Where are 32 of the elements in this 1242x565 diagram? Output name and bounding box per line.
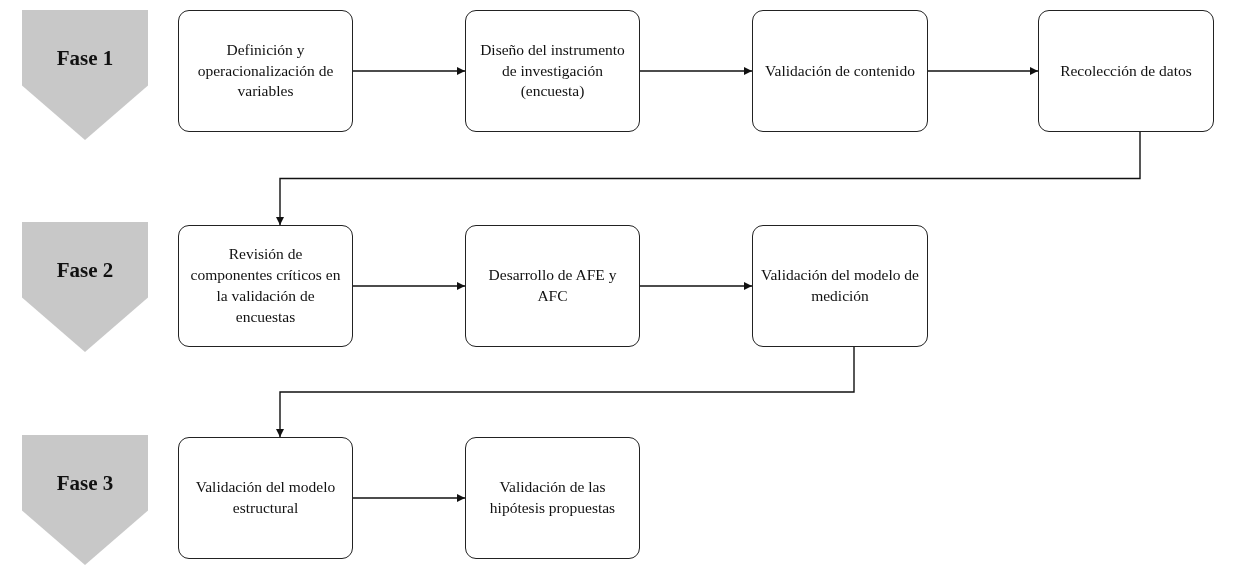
arrow bbox=[276, 346, 855, 438]
arrow bbox=[927, 67, 1039, 75]
phase-chevron bbox=[22, 222, 148, 352]
process-box bbox=[465, 10, 640, 132]
step-text: Diseño del instrumento de investigación (encuesta) bbox=[479, 39, 626, 102]
step-text: Recolección de datos bbox=[1060, 60, 1192, 81]
arrow bbox=[352, 494, 466, 502]
phase-label: Fase 2 bbox=[56, 258, 114, 283]
phase-label: Fase 3 bbox=[56, 471, 114, 496]
process-box bbox=[465, 225, 640, 347]
step-text: Validación de contenido bbox=[765, 60, 915, 81]
step-text: Desarrollo de AFE y AFC bbox=[487, 265, 618, 306]
process-box bbox=[1038, 10, 1214, 132]
step-text: Definición y operacionalización de variables bbox=[196, 39, 335, 102]
step-text: Validación del modelo de medición bbox=[761, 265, 919, 306]
phase-chevron bbox=[22, 10, 148, 140]
step-text: Validación del modelo estructural bbox=[194, 477, 337, 518]
process-box bbox=[752, 225, 928, 347]
step-text: Validación de las hipótesis propuestas bbox=[488, 477, 617, 518]
phase-label: Fase 1 bbox=[56, 46, 114, 71]
process-box bbox=[178, 225, 353, 347]
process-box bbox=[178, 437, 353, 559]
process-box bbox=[178, 10, 353, 132]
step-text: Revisión de componentes críticos en la validación de encuestas bbox=[189, 244, 342, 327]
arrow bbox=[639, 67, 753, 75]
process-box bbox=[465, 437, 640, 559]
arrow bbox=[276, 131, 1141, 226]
arrow bbox=[639, 282, 753, 290]
phase-chevron bbox=[22, 435, 148, 565]
process-box bbox=[752, 10, 928, 132]
arrow bbox=[352, 282, 466, 290]
arrow bbox=[352, 67, 466, 75]
